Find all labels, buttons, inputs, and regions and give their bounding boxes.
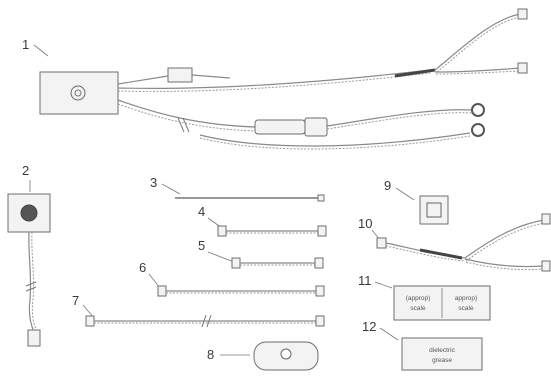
terminal-b xyxy=(517,62,528,74)
mounting-hole-icon xyxy=(280,348,292,360)
ring-terminal-b xyxy=(471,123,485,137)
svg-text:scale: scale xyxy=(458,305,474,312)
terminal-a xyxy=(517,8,528,20)
label-12-line1: dielectric xyxy=(429,347,455,354)
callout-3: 3 xyxy=(150,175,157,190)
label-12-line2: grease xyxy=(432,357,452,364)
callout-2: 2 xyxy=(22,163,29,178)
callout-1: 1 xyxy=(22,37,29,52)
part-2-remote-switch: 2 xyxy=(7,163,51,347)
callout-6: 6 xyxy=(139,260,146,275)
module-switch-icon xyxy=(70,85,86,101)
part-5-jumper-cable: 5 xyxy=(198,238,324,269)
part-1-wiring-harness: 1 xyxy=(22,8,528,150)
part-8-mounting-plate: 8 xyxy=(207,341,319,371)
harness-plug xyxy=(167,67,193,83)
part-11-labels: 11 (approp) scale approp) scale xyxy=(358,273,491,321)
label-11-left: (approp) xyxy=(406,295,431,302)
part-3-cable-tie: 3 xyxy=(150,175,325,202)
part-6-jumper-cable: 6 xyxy=(139,260,325,297)
callout-5: 5 xyxy=(198,238,205,253)
part-10-y-harness: 10 xyxy=(358,213,551,272)
connector-block-body xyxy=(419,195,449,225)
harness-sleeve xyxy=(394,68,436,78)
grease-packet-body xyxy=(401,337,483,371)
part-7-extension-cable: 7 xyxy=(72,293,325,328)
leader-1 xyxy=(33,44,49,57)
part-4-jumper-cable: 4 xyxy=(198,204,327,237)
callout-9: 9 xyxy=(384,178,391,193)
remote-connector xyxy=(27,329,41,347)
ring-terminal-a xyxy=(471,103,485,117)
callout-7: 7 xyxy=(72,293,79,308)
part-9-connector-block: 9 xyxy=(384,178,449,225)
callout-10: 10 xyxy=(358,216,372,231)
part-12-grease-packet: 12 dielectric grease xyxy=(362,319,483,371)
remote-button-icon xyxy=(20,204,38,222)
callout-11: 11 xyxy=(358,273,372,288)
callout-8: 8 xyxy=(207,347,214,362)
label-11-right: approp) xyxy=(455,295,477,302)
callout-4: 4 xyxy=(198,204,205,219)
control-module xyxy=(39,71,119,115)
inline-fuse-holder xyxy=(254,119,306,135)
callout-12: 12 xyxy=(362,319,376,334)
svg-text:scale: scale xyxy=(410,305,426,312)
